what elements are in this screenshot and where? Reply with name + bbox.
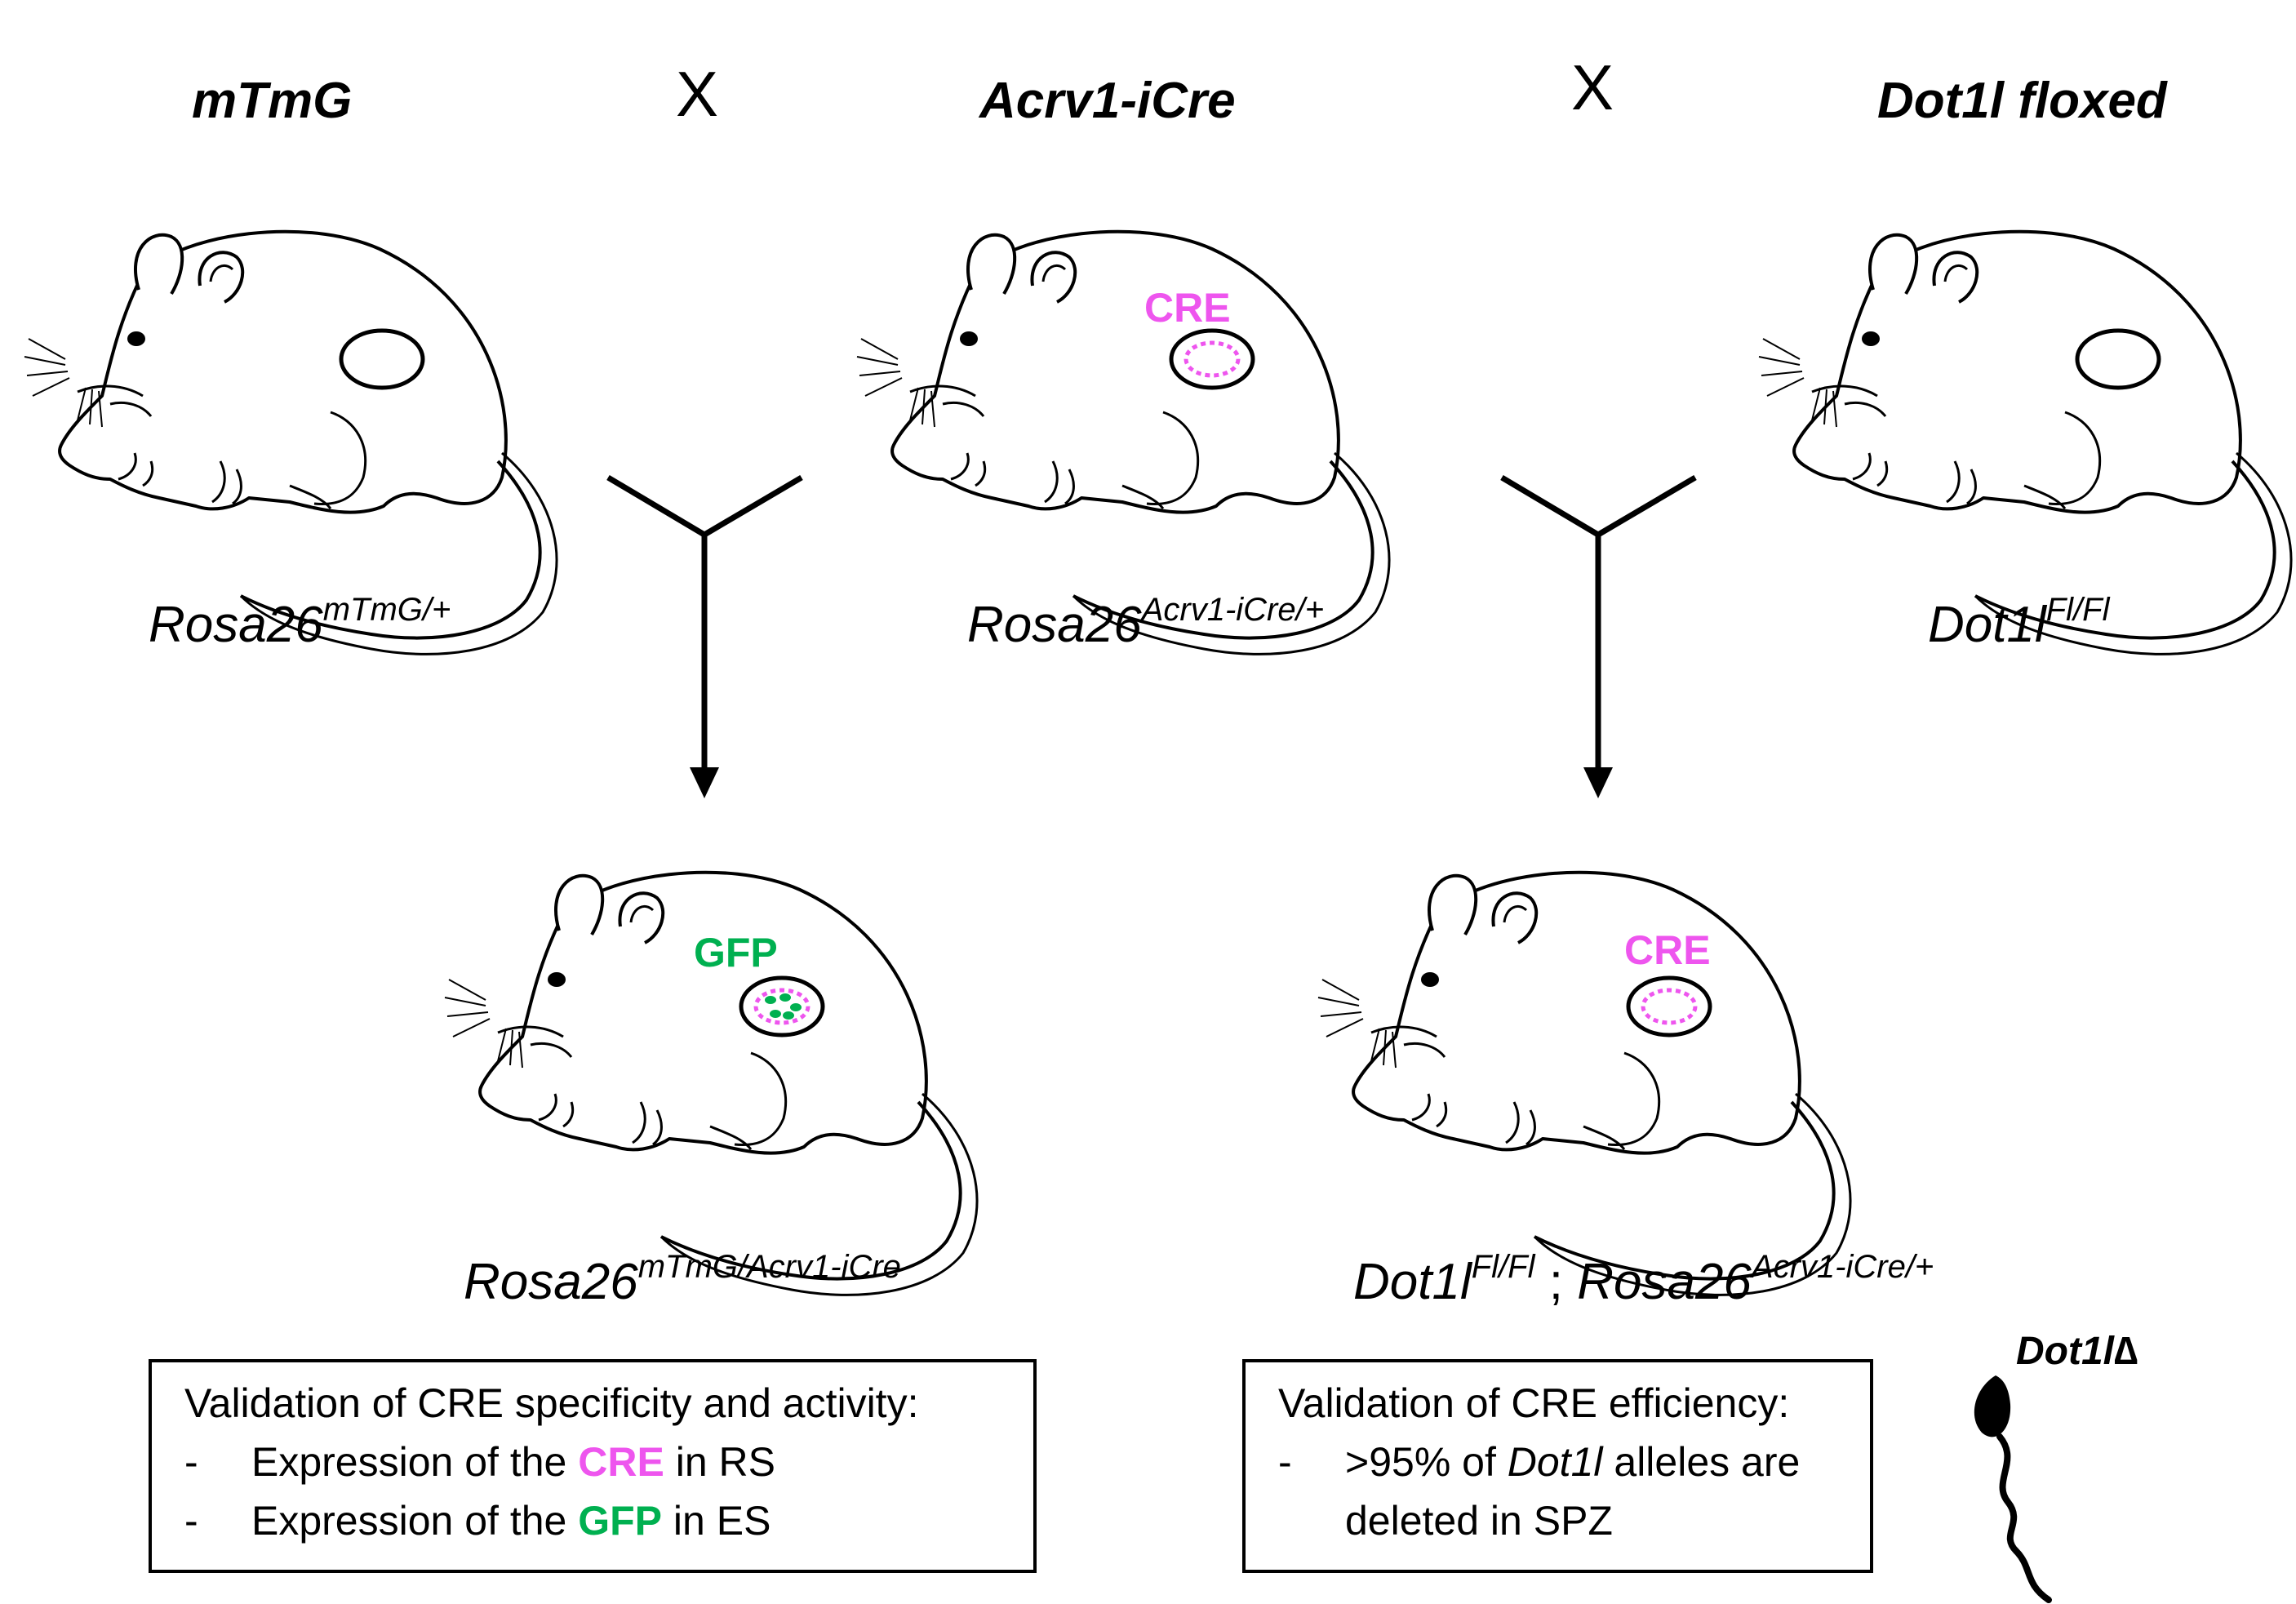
strain-name-acrv1: Acrv1-iCre <box>979 73 1236 129</box>
validation-box-specificity: Validation of CRE specificity and activi… <box>149 1359 1037 1573</box>
cross-connector-left <box>606 474 803 771</box>
genotype-offspring-cre: Dot1lFl/Fl ; Rosa26Acrv1-iCre/+ <box>1353 1249 1934 1310</box>
arrowhead-left <box>690 767 719 798</box>
strain-name-mtmg: mTmG <box>192 73 353 129</box>
sperm-icon <box>1974 1375 2052 1603</box>
validation-item-deletion: ->95% of Dot1l alleles are <box>1278 1439 1801 1485</box>
genotype-mtmg: Rosa26mTmG/+ <box>149 592 451 653</box>
strain-name-dot1l: Dot1l floxed <box>1877 73 2167 129</box>
cross-connector-right <box>1500 474 1697 771</box>
cross-symbol-left: X <box>676 58 719 130</box>
sperm-label: Dot1l∆ <box>2016 1330 2138 1373</box>
testis-acrv1 <box>1169 328 1255 390</box>
testis-mtmg <box>339 328 425 390</box>
validation-item-deletion-cont: deleted in SPZ <box>1345 1498 1613 1544</box>
validation-box-efficiency: Validation of CRE efficiency: ->95% of D… <box>1242 1359 1873 1573</box>
testis-cre <box>1626 975 1712 1037</box>
cre-label-parent: CRE <box>1144 285 1231 331</box>
gfp-label-offspring: GFP <box>694 930 778 975</box>
gfp-signal <box>765 993 802 1020</box>
genotype-dot1l: Dot1lFl/Fl <box>1928 592 2110 653</box>
cre-label-offspring: CRE <box>1624 927 1711 973</box>
validation-item-gfp: -Expression of the GFP in ES <box>184 1498 771 1544</box>
mouse-offspring-gfp <box>443 870 979 1297</box>
testis-gfp <box>739 975 825 1037</box>
cre-signal <box>1184 340 1241 378</box>
arrowhead-right <box>1583 767 1613 798</box>
mouse-mtmg <box>23 229 559 656</box>
validation-title: Validation of CRE efficiency: <box>1278 1380 1790 1426</box>
testis-dot1l <box>2075 328 2161 390</box>
validation-title: Validation of CRE specificity and activi… <box>184 1380 919 1426</box>
mouse-offspring-cre <box>1317 870 1853 1297</box>
mouse-dot1l <box>1757 229 2294 656</box>
validation-item-cre: -Expression of the CRE in RS <box>184 1439 775 1485</box>
mouse-acrv1 <box>855 229 1392 656</box>
cross-symbol-right: X <box>1571 51 1614 123</box>
genotype-acrv1: Rosa26Acrv1-iCre/+ <box>967 592 1325 653</box>
genotype-offspring-gfp: Rosa26mTmG/Acrv1-iCre <box>464 1249 901 1310</box>
